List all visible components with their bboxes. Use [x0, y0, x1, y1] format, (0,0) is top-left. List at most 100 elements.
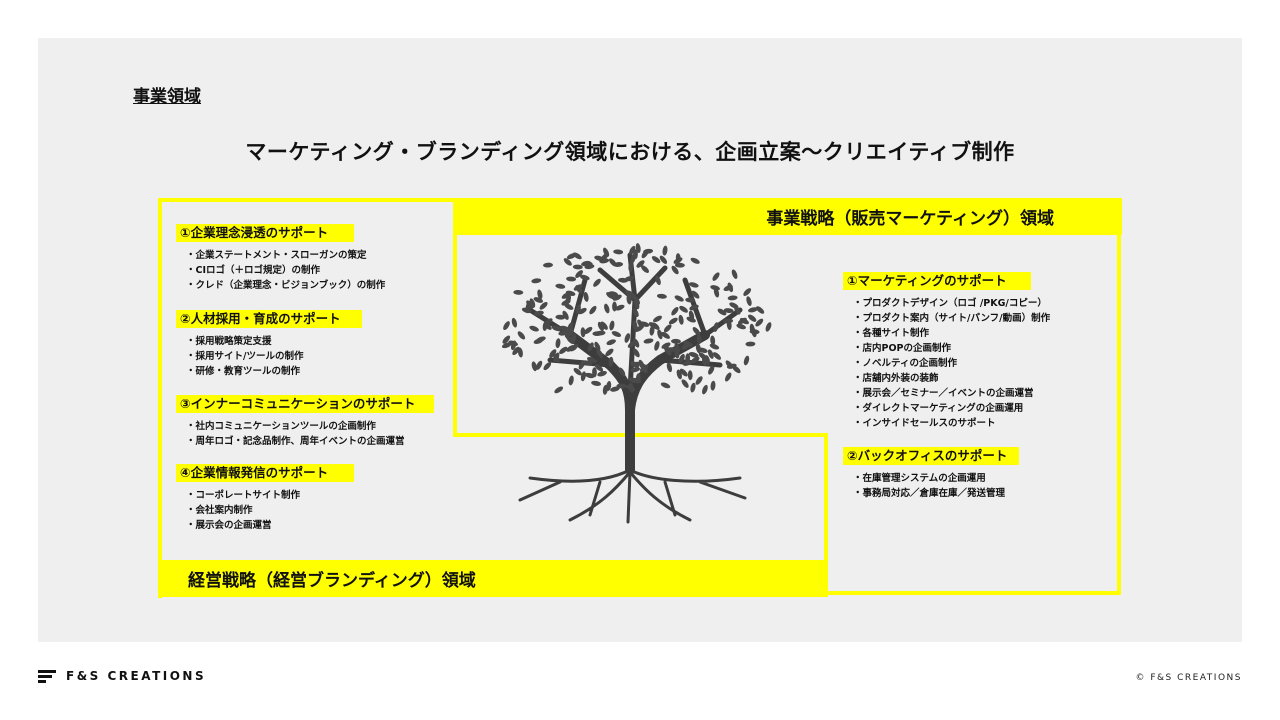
- leaf: [586, 356, 597, 363]
- leaf: [628, 262, 634, 272]
- leaf: [580, 327, 586, 338]
- leaf: [555, 314, 566, 320]
- leaf: [664, 347, 672, 356]
- leaf: [671, 338, 681, 344]
- leaf: [638, 359, 645, 370]
- leaf: [678, 353, 685, 364]
- leaf: [544, 318, 553, 326]
- leaf: [702, 384, 708, 395]
- leaf: [640, 265, 650, 273]
- left-group-4: ④企業情報発信のサポート コーポレートサイト制作会社案内制作展示会の企画運営: [176, 462, 354, 533]
- leaf: [685, 353, 691, 364]
- leaf: [745, 341, 756, 347]
- leaf: [671, 265, 679, 275]
- leaf: [739, 317, 749, 325]
- leaf: [635, 243, 641, 254]
- leaf: [609, 320, 615, 331]
- leaf: [723, 318, 734, 324]
- left-group-1: ①企業理念浸透のサポート 企業ステートメント・スローガンの策定CIロゴ（＋ロゴ規…: [176, 222, 385, 293]
- leaf: [690, 382, 696, 393]
- leaf: [627, 340, 637, 348]
- leaf: [551, 325, 562, 332]
- leaf: [543, 262, 553, 268]
- leaf: [582, 360, 593, 366]
- leaf: [594, 364, 604, 372]
- leaf: [618, 367, 626, 377]
- leaf: [659, 255, 668, 264]
- leaf: [732, 365, 741, 374]
- group-title: ②バックオフィスのサポート: [843, 447, 1019, 465]
- leaf: [605, 348, 614, 357]
- leaf: [674, 262, 685, 268]
- list-item: 企業ステートメント・スローガンの策定: [186, 248, 385, 263]
- list-item: 店舗内外装の装飾: [853, 371, 1050, 386]
- leaf: [709, 343, 720, 350]
- leaf: [688, 282, 699, 288]
- leaf: [631, 378, 642, 384]
- leaf: [529, 298, 536, 308]
- leaf: [747, 314, 757, 322]
- leaf: [615, 304, 625, 311]
- leaf: [531, 278, 542, 284]
- list-item: CIロゴ（＋ロゴ規定）の制作: [186, 263, 385, 278]
- list-item: 展示会／セミナー／イベントの企画運営: [853, 386, 1050, 401]
- group-title: ④企業情報発信のサポート: [176, 464, 354, 482]
- leaf: [579, 274, 590, 281]
- leaf: [575, 270, 584, 279]
- leaf: [656, 293, 667, 299]
- group-title: ①企業理念浸透のサポート: [176, 224, 354, 242]
- list-item: 事務局対応／倉庫在庫／発送管理: [853, 486, 1019, 501]
- leaf: [577, 307, 587, 315]
- leaf: [630, 361, 640, 368]
- leaf: [633, 295, 640, 305]
- leaf: [611, 331, 622, 338]
- leaf: [561, 299, 571, 306]
- leaf: [536, 336, 546, 343]
- leaf: [661, 342, 671, 349]
- leaf: [501, 342, 512, 349]
- leaf: [624, 290, 634, 297]
- list-item: 研修・教育ツールの制作: [186, 364, 362, 379]
- leaf: [630, 367, 641, 373]
- list-item: クレド（企業理念・ビジョンブック）の制作: [186, 278, 386, 293]
- leaf: [653, 315, 662, 323]
- leaf: [687, 370, 693, 381]
- leaf: [698, 347, 708, 353]
- leaf: [562, 310, 569, 320]
- leaf: [630, 253, 636, 264]
- leaf: [564, 303, 574, 310]
- leaf: [587, 342, 594, 352]
- section-label: 事業領域: [133, 87, 201, 107]
- leaf: [566, 345, 576, 352]
- leaf: [525, 302, 531, 313]
- left-group-2: ②人材採用・育成のサポート 採用戦略策定支援採用サイト/ツールの制作研修・教育ツ…: [176, 308, 362, 379]
- leaf: [616, 383, 627, 389]
- list-item: コーポレートサイト制作: [186, 488, 354, 503]
- leaf: [641, 249, 649, 259]
- leaf: [583, 291, 589, 302]
- leaf: [608, 356, 614, 367]
- leaf: [685, 297, 696, 303]
- leaf: [643, 338, 654, 344]
- leaf: [676, 369, 682, 380]
- leaf: [686, 316, 696, 323]
- right-group-2: ②バックオフィスのサポート 在庫管理システムの企画運用事務局対応／倉庫在庫／発送…: [843, 445, 1019, 501]
- leaf: [655, 275, 661, 286]
- leaf: [654, 341, 660, 351]
- leaf: [723, 308, 734, 314]
- leaf: [593, 278, 601, 287]
- leaf: [597, 370, 607, 377]
- leaf: [678, 314, 684, 325]
- list-item: ダイレクトマーケティングの企画運用: [853, 401, 1050, 416]
- leaf: [688, 352, 699, 358]
- leaf: [724, 372, 732, 382]
- leaf: [589, 305, 597, 315]
- leaf: [681, 342, 691, 350]
- leaf: [513, 289, 524, 295]
- leaf: [632, 307, 639, 317]
- leaf: [572, 252, 582, 260]
- leaf: [539, 301, 548, 310]
- leaf: [679, 368, 688, 377]
- leaf: [554, 386, 564, 394]
- leaf: [692, 327, 701, 336]
